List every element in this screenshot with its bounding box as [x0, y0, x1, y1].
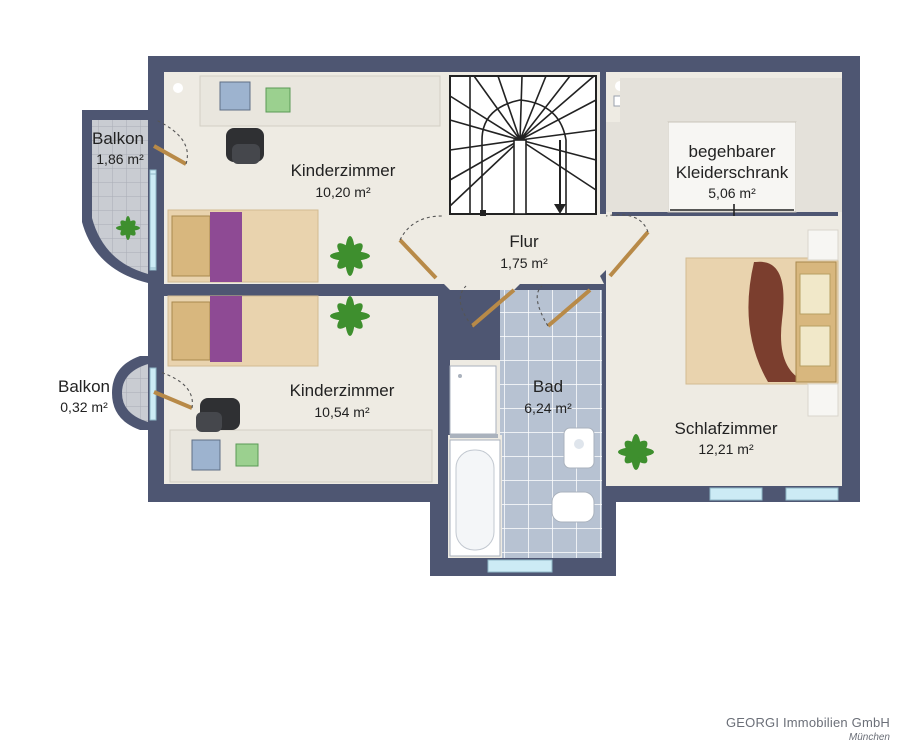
flur-area: 1,75 m² — [500, 255, 548, 271]
bad-name: Bad — [533, 377, 563, 396]
room-labels: Balkon 1,86 m² Kinderzimmer 10,20 m² Flu… — [58, 129, 789, 457]
kinderzimmer-top-name: Kinderzimmer — [291, 161, 396, 180]
desk-top — [199, 75, 441, 127]
schlafzimmer-name: Schlafzimmer — [675, 419, 778, 438]
duct-icon — [173, 83, 183, 93]
schlafzimmer-area: 12,21 m² — [698, 441, 754, 457]
bed-bottom — [167, 295, 319, 367]
chair-icon — [196, 398, 240, 432]
plant-icon — [330, 296, 370, 336]
bed-top — [167, 209, 319, 283]
balkon-top-area: 1,86 m² — [96, 151, 144, 167]
balkon-bottom-area: 0,32 m² — [60, 399, 108, 415]
double-bed — [685, 229, 839, 417]
company-credit: GEORGI Immobilien GmbH — [725, 715, 890, 730]
kinderzimmer-bottom-name: Kinderzimmer — [290, 381, 395, 400]
kinderzimmer-top-area: 10,20 m² — [315, 184, 371, 200]
plant-icon — [618, 434, 654, 470]
chair-icon — [226, 128, 264, 164]
kleiderschrank-area: 5,06 m² — [708, 185, 756, 201]
wardrobe — [606, 78, 842, 216]
sink — [563, 427, 595, 469]
balcony-bottom — [122, 364, 148, 422]
windows — [149, 173, 839, 573]
toilet — [551, 491, 595, 523]
kleiderschrank-name-line1: begehbarer — [689, 142, 776, 161]
flur-name: Flur — [509, 232, 539, 251]
balkon-bottom-name: Balkon — [58, 377, 110, 396]
plant-icon — [116, 216, 140, 240]
bathtub — [449, 439, 501, 557]
bad-area: 6,24 m² — [524, 400, 572, 416]
city-credit: München — [848, 732, 890, 743]
shower — [449, 365, 498, 438]
desk-bottom — [169, 429, 433, 483]
plant-icon — [330, 236, 370, 276]
kinderzimmer-bottom-area: 10,54 m² — [314, 404, 370, 420]
kleiderschrank-name-line2: Kleiderschrank — [676, 163, 789, 182]
staircase — [449, 75, 597, 216]
doors — [153, 119, 650, 410]
balkon-top-name: Balkon — [92, 129, 144, 148]
